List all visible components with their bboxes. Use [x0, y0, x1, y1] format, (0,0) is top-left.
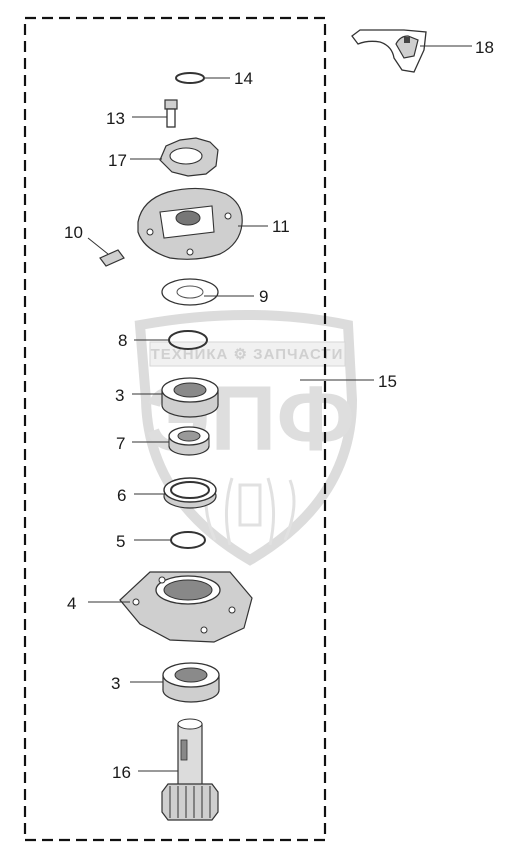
part-7-seal-ring: [132, 426, 210, 456]
part-14-circlip: [175, 72, 230, 84]
callout-7: 7: [116, 434, 125, 453]
callout-3-upper: 3: [115, 386, 124, 405]
part-5-o-ring: [134, 531, 206, 549]
callout-4: 4: [67, 594, 76, 613]
callout-17: 17: [108, 151, 127, 170]
part-3-bearing-upper: [132, 377, 219, 418]
watermark: ТЕХНИКА ⚙ ЗАПЧАСТИ ЭПФ: [134, 310, 358, 566]
assembly-dashed-boundary: [23, 16, 327, 842]
callout-3-lower: 3: [111, 674, 120, 693]
callout-labels: 18 14 13 17 10 11 9 8 15 3 7 6 5 4 3 16: [64, 38, 494, 782]
part-17-lock-nut: [130, 137, 219, 177]
callout-5: 5: [116, 532, 125, 551]
watermark-company-text: ТЕХНИКА ⚙ ЗАПЧАСТИ: [151, 346, 344, 363]
part-4-housing-flange: [88, 571, 253, 643]
callout-9: 9: [259, 287, 268, 306]
callout-18: 18: [475, 38, 494, 57]
callout-16: 16: [112, 763, 131, 782]
part-9-washer: [161, 278, 254, 306]
callout-8: 8: [118, 331, 127, 350]
callout-15: 15: [378, 372, 397, 391]
callout-11: 11: [272, 217, 290, 236]
callout-14: 14: [234, 69, 253, 88]
callout-6: 6: [117, 486, 126, 505]
part-13-bolt: [132, 99, 178, 128]
callout-10: 10: [64, 223, 83, 242]
part-8-o-ring: [134, 330, 208, 350]
part-3-bearing-lower: [130, 662, 220, 703]
part-11-flange-plate: [137, 187, 268, 260]
callout-13: 13: [106, 109, 125, 128]
part-10-pin: [87, 237, 125, 267]
part-16-pinion-shaft: [138, 718, 219, 821]
part-18-spanner-wrench: [351, 29, 472, 73]
part-6-seal: [134, 477, 217, 509]
